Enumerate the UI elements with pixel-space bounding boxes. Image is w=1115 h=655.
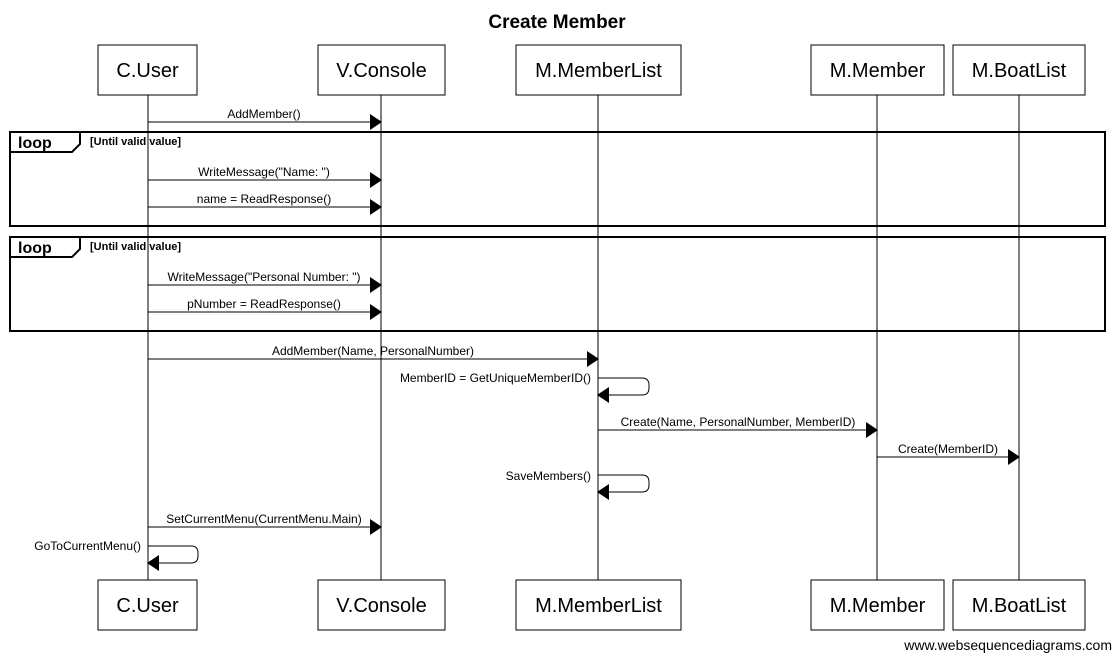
participant-box [97, 44, 198, 96]
participant-label: V.Console [336, 595, 426, 617]
participant-memberlist-top: M.MemberList [515, 44, 682, 96]
participant-box [810, 44, 945, 96]
participant-user-top: C.User [97, 44, 198, 96]
loop-fragment-2: loop [Until valid value] [9, 236, 1106, 332]
participants-top: C.User V.Console M.MemberList M.Member M… [97, 44, 1086, 96]
participant-box [952, 579, 1086, 631]
loop-condition: [Until valid value] [90, 136, 181, 148]
self-message-arrow [147, 545, 199, 571]
participant-box [317, 44, 446, 96]
participant-label: M.MemberList [535, 595, 662, 617]
message-label: WriteMessage("Personal Number: ") [167, 270, 360, 284]
loop-label-tab [9, 236, 81, 258]
participant-boatlist-bottom: M.BoatList [952, 579, 1086, 631]
participant-user-bottom: C.User [97, 579, 198, 631]
loop-condition: [Until valid value] [90, 241, 181, 253]
message-label: WriteMessage("Name: ") [198, 165, 330, 179]
participant-label: V.Console [336, 60, 426, 82]
self-message-arrow [597, 377, 650, 403]
participant-console-top: V.Console [317, 44, 446, 96]
loop-frame [9, 236, 1106, 332]
message-label: Create(MemberID) [898, 442, 998, 456]
participant-label: M.BoatList [972, 60, 1067, 82]
message-label: AddMember() [227, 107, 300, 121]
message-label: name = ReadResponse() [197, 192, 331, 206]
message-labels: AddMember() WriteMessage("Name: ") name … [34, 107, 998, 553]
participant-label: C.User [116, 595, 179, 617]
participant-box [317, 579, 446, 631]
message-label: MemberID = GetUniqueMemberID() [400, 371, 591, 385]
participant-box [515, 44, 682, 96]
self-message-arrow [597, 474, 650, 500]
participant-box [515, 579, 682, 631]
loop-frame [9, 131, 1106, 227]
message-label: GoToCurrentMenu() [34, 539, 141, 553]
messages [147, 114, 1020, 571]
participant-box [952, 44, 1086, 96]
message-label: Create(Name, PersonalNumber, MemberID) [621, 415, 856, 429]
participant-label: M.Member [830, 60, 926, 82]
participant-member-top: M.Member [810, 44, 945, 96]
diagram-title: Create Member [488, 12, 626, 33]
loop-fragment-1: loop [Until valid value] [9, 131, 1106, 227]
participant-member-bottom: M.Member [810, 579, 945, 631]
participant-memberlist-bottom: M.MemberList [515, 579, 682, 631]
message-label: pNumber = ReadResponse() [187, 297, 341, 311]
loop-label-tab [9, 131, 81, 153]
loop-operator: loop [18, 135, 52, 152]
message-label: SaveMembers() [506, 469, 591, 483]
loop-operator: loop [18, 240, 52, 257]
participant-box [97, 579, 198, 631]
participant-label: M.BoatList [972, 595, 1067, 617]
watermark-text: www.websequencediagrams.com [903, 637, 1112, 653]
participant-console-bottom: V.Console [317, 579, 446, 631]
participant-label: M.Member [830, 595, 926, 617]
participant-label: M.MemberList [535, 60, 662, 82]
message-label: SetCurrentMenu(CurrentMenu.Main) [166, 512, 361, 526]
participant-boatlist-top: M.BoatList [952, 44, 1086, 96]
message-label: AddMember(Name, PersonalNumber) [272, 344, 474, 358]
participant-box [810, 579, 945, 631]
participants-bottom: C.User V.Console M.MemberList M.Member M… [97, 579, 1086, 631]
participant-label: C.User [116, 60, 179, 82]
